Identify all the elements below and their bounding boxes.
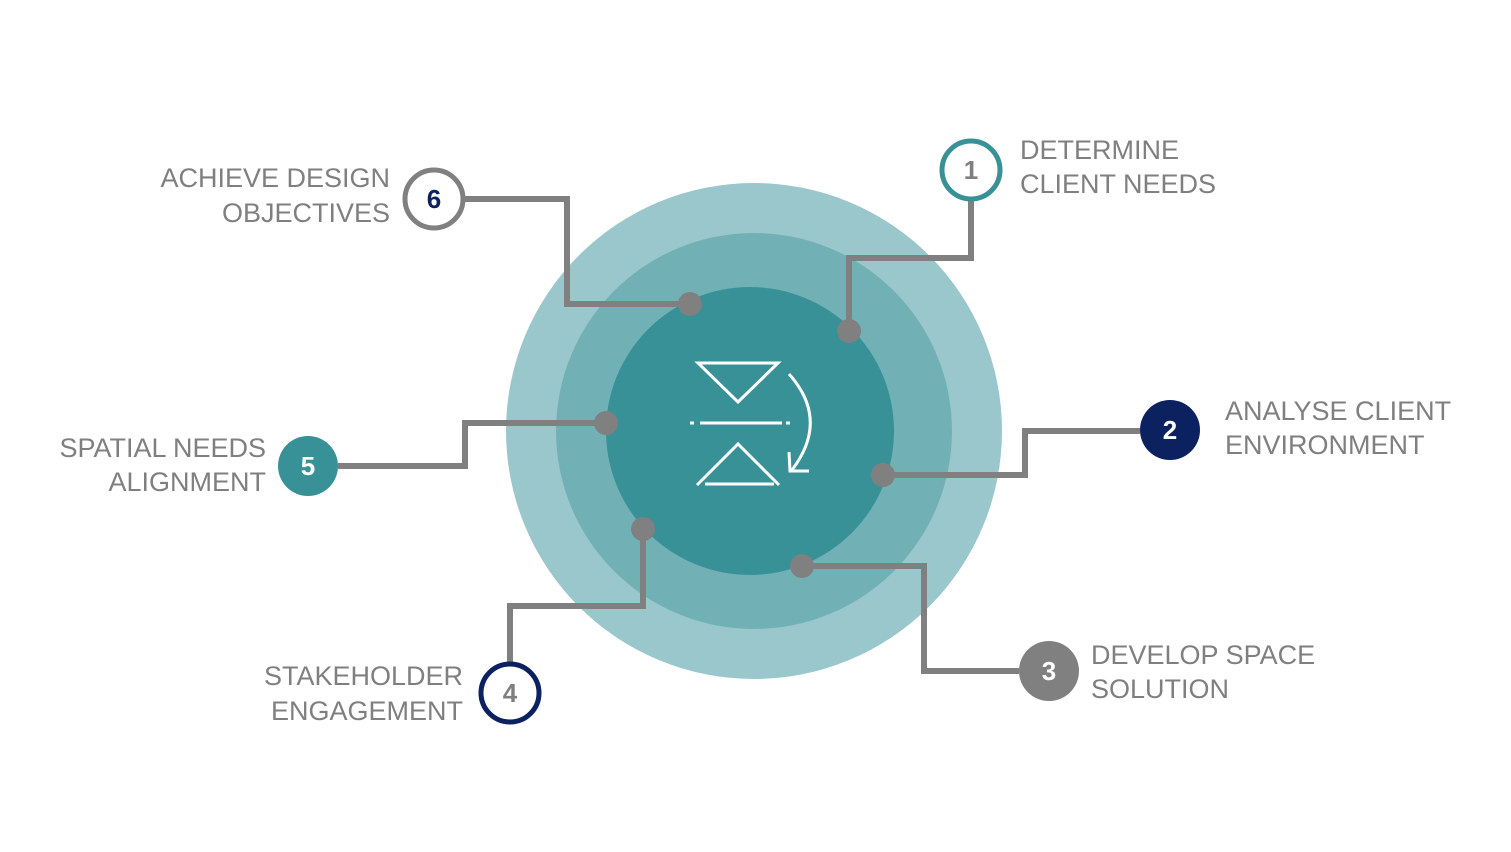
step-label-line1: ACHIEVE DESIGN <box>160 163 390 193</box>
step-label-line2: ALIGNMENT <box>108 467 266 497</box>
step-label-line1: DETERMINE <box>1020 135 1179 165</box>
filter-cycle-icon <box>690 361 812 487</box>
connectors <box>338 196 1140 674</box>
step-badge <box>402 167 466 231</box>
step-3: 3 DEVELOP SPACE SOLUTION <box>1019 640 1315 704</box>
step-label-line2: CLIENT NEEDS <box>1020 169 1216 199</box>
connector-dot <box>837 319 861 343</box>
step-label-line1: DEVELOP SPACE <box>1091 640 1315 670</box>
step-number: 6 <box>427 184 441 214</box>
step-badge <box>939 138 1003 202</box>
step-number: 2 <box>1163 415 1177 445</box>
step-label-line2: SOLUTION <box>1091 674 1229 704</box>
step-label-line1: STAKEHOLDER <box>264 661 463 691</box>
step-number: 1 <box>964 155 978 185</box>
step-1: 1 DETERMINE CLIENT NEEDS <box>939 135 1216 202</box>
step-label-line1: SPATIAL NEEDS <box>59 433 266 463</box>
inner-circle <box>606 287 894 575</box>
step-number: 5 <box>301 451 315 481</box>
step-4: 4 STAKEHOLDER ENGAGEMENT <box>264 661 542 726</box>
step-number: 3 <box>1042 656 1056 686</box>
step-2: 2 ANALYSE CLIENT ENVIRONMENT <box>1140 396 1451 460</box>
connector-dot <box>678 292 702 316</box>
step-badge <box>1019 641 1079 701</box>
connector-dot <box>594 411 618 435</box>
step-5: 5 SPATIAL NEEDS ALIGNMENT <box>59 433 338 497</box>
step-label-line2: ENVIRONMENT <box>1225 430 1425 460</box>
connector-dot <box>871 463 895 487</box>
step-label-line2: ENGAGEMENT <box>271 696 463 726</box>
step-badge <box>478 661 542 725</box>
step-6: 6 ACHIEVE DESIGN OBJECTIVES <box>160 163 466 231</box>
connector-dot <box>631 517 655 541</box>
connector-dot <box>790 554 814 578</box>
step-label-line2: OBJECTIVES <box>222 198 390 228</box>
step-number: 4 <box>503 678 518 708</box>
step-badge <box>278 436 338 496</box>
step-label-line1: ANALYSE CLIENT <box>1225 396 1451 426</box>
step-badge <box>1140 400 1200 460</box>
